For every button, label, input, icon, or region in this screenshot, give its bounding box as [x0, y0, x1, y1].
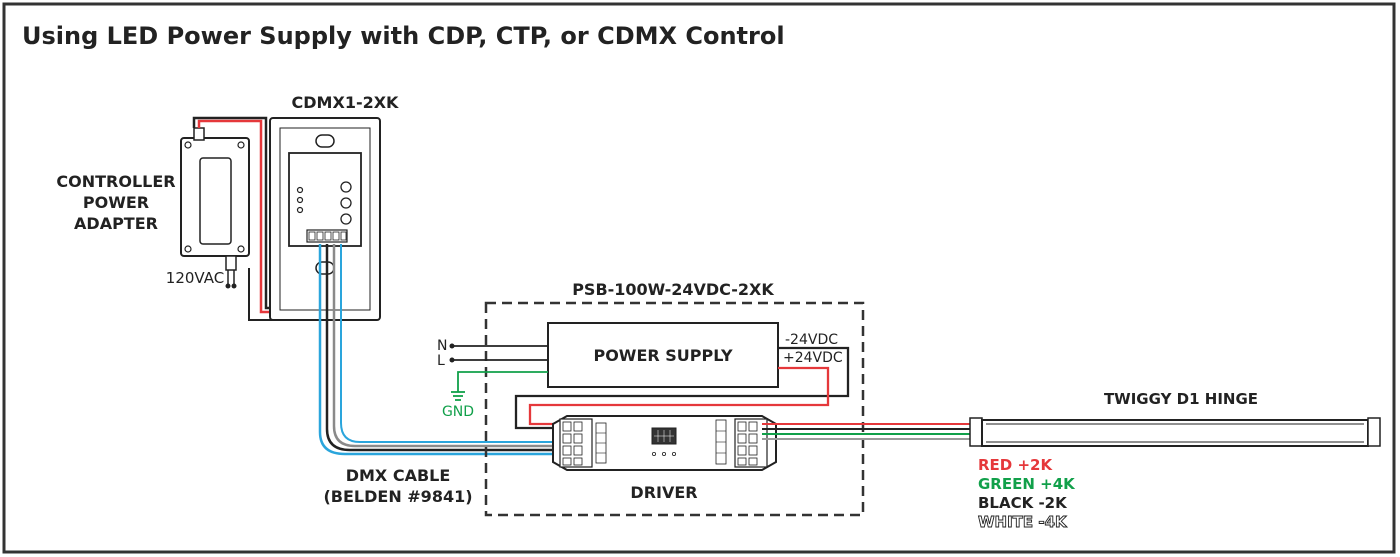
- line-n-label: N: [437, 338, 447, 354]
- legend-white: WHITE -4K: [978, 513, 1068, 531]
- power-adapter-label-1: CONTROLLER: [56, 172, 175, 191]
- twiggy-fixture: [969, 417, 1381, 447]
- psu-pos-label: +24VDC: [783, 350, 843, 366]
- power-supply: [547, 322, 779, 388]
- fixture-label: TWIGGY D1 HINGE: [1104, 390, 1258, 408]
- diagram-title: Using LED Power Supply with CDP, CTP, or…: [22, 22, 785, 50]
- psu-group-boundary: [484, 301, 865, 517]
- dmx-cable-gray: [332, 244, 555, 448]
- dmx-cable-blue: [318, 244, 555, 456]
- controller-label: CDMX1-2XK: [292, 93, 400, 112]
- psu-positive-wire: [528, 366, 830, 426]
- driver-label: DRIVER: [630, 483, 697, 502]
- dmx-cable-black: [325, 244, 555, 452]
- psu-negative-wire: [514, 346, 850, 430]
- legend-green: GREEN +4K: [978, 475, 1076, 493]
- driver: [552, 415, 777, 471]
- controller-power-adapter: [180, 127, 250, 289]
- line-l-label: L: [437, 353, 445, 369]
- dmx-cable-label-2: (BELDEN #9841): [323, 487, 472, 506]
- power-adapter-label-3: ADAPTER: [74, 214, 158, 233]
- power-adapter-label-2: POWER: [83, 193, 149, 212]
- power-supply-label: POWER SUPPLY: [593, 346, 732, 365]
- ground-label: GND: [442, 404, 474, 420]
- legend-red: RED +2K: [978, 456, 1053, 474]
- legend-black: BLACK -2K: [978, 494, 1068, 512]
- dmx-cable-label-1: DMX CABLE: [346, 466, 451, 485]
- cdmx-controller: [269, 117, 381, 321]
- adapter-input-label: 120VAC: [166, 269, 224, 287]
- psu-group-label: PSB-100W-24VDC-2XK: [572, 280, 774, 299]
- ground-wire: [457, 371, 548, 392]
- psu-neg-label: -24VDC: [785, 332, 838, 348]
